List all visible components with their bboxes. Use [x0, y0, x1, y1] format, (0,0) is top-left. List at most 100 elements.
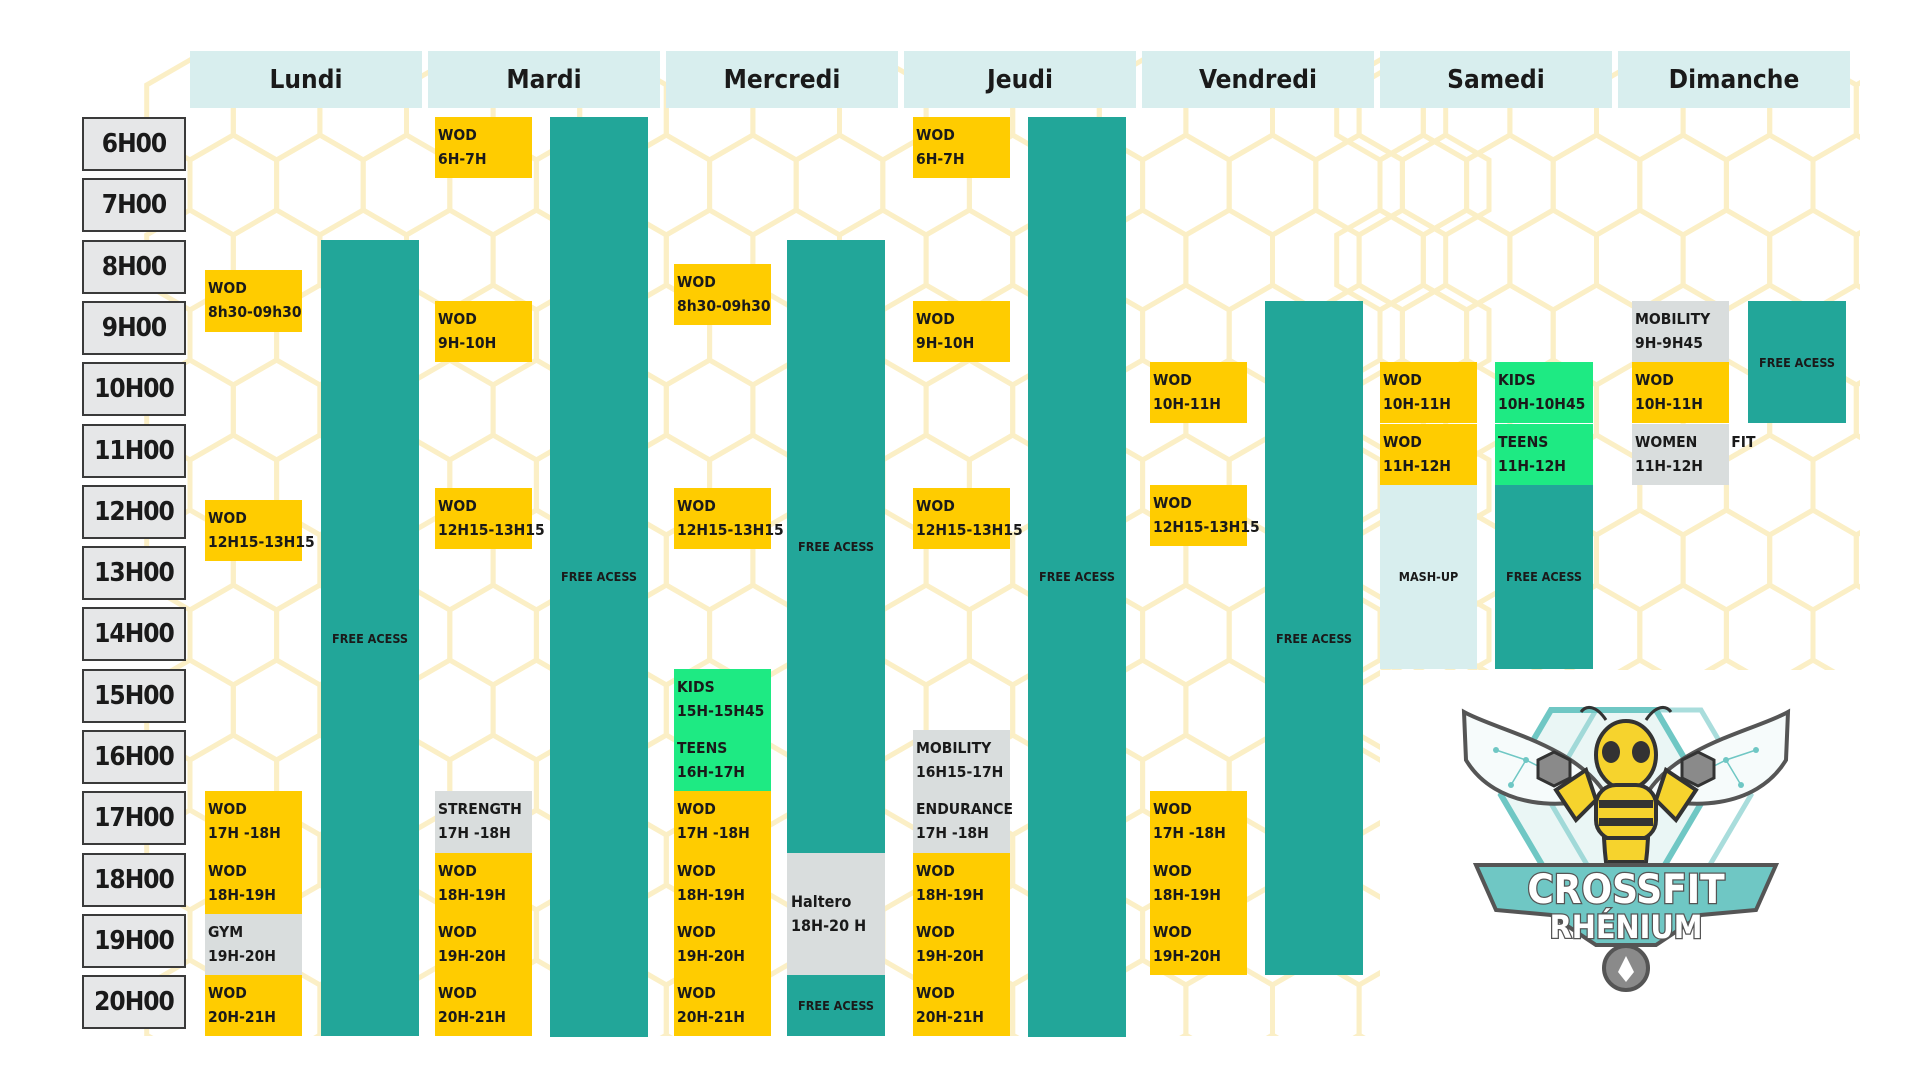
class-name: WOD — [438, 309, 477, 328]
time-label: 19H00 — [82, 913, 186, 968]
class-name: WOD — [1153, 800, 1192, 819]
class-name: TEENS — [1498, 432, 1549, 451]
block-text: FREE ACESS — [332, 631, 408, 646]
schedule-block-light: MASH-UP — [1380, 484, 1477, 669]
class-time: 20H-21H — [916, 1008, 984, 1027]
time-label: 7H00 — [82, 178, 186, 233]
class-name: WOD — [677, 984, 716, 1003]
class-name: FREE ACESS — [1506, 569, 1582, 585]
logo-badge: CROSSFIT RHÉNIUM — [1472, 863, 1780, 992]
class-name: WOD — [916, 496, 955, 515]
class-name: WOD — [677, 922, 716, 941]
block-text: FREE ACESS — [1759, 355, 1835, 370]
class-time: 18H-19H — [1153, 885, 1221, 904]
class-time: 6H-7H — [438, 150, 487, 168]
class-time: 11H-12H — [1635, 456, 1703, 475]
block-text: FREE ACESS — [1039, 569, 1115, 584]
class-name: WOD — [916, 922, 955, 941]
schedule-block-free: FREE ACESS — [1265, 300, 1363, 976]
day-header: Dimanche — [1618, 51, 1850, 108]
block-text: WOD 17H -18H — [208, 797, 300, 845]
class-time: 19H-20H — [438, 946, 506, 965]
class-name: WOD — [438, 861, 477, 880]
class-name: KIDS — [677, 677, 715, 696]
class-time: 17H -18H — [1153, 824, 1226, 843]
class-time: 9H-9H45 — [1635, 333, 1703, 352]
class-name: WOD — [1383, 432, 1422, 451]
class-name: WOD — [208, 279, 247, 298]
schedule-block-grey: WOMEN FIT 11H-12H — [1632, 423, 1756, 485]
class-name: WOD — [916, 984, 955, 1003]
class-name: ENDURANCE — [916, 800, 1014, 819]
block-text: WOD 12H15-13H15 — [916, 494, 1023, 542]
class-name: WOD — [208, 984, 247, 1003]
class-time: 10H-11H — [1383, 395, 1451, 414]
class-name: WOD — [916, 309, 955, 328]
day-header: Vendredi — [1142, 51, 1374, 108]
class-time: 10H-11H — [1153, 395, 1221, 414]
class-time: 18H-19H — [208, 885, 276, 904]
block-text: WOD 17H -18H — [1153, 797, 1245, 845]
day-header: Mercredi — [666, 51, 898, 108]
class-name: WOD — [677, 861, 716, 880]
block-text: FREE ACESS — [798, 539, 874, 554]
schedule-block-wod: WOD 12H15-13H15 — [913, 487, 1023, 550]
class-name: GYM — [208, 922, 244, 941]
class-time: 17H -18H — [208, 824, 281, 843]
time-label: 13H00 — [82, 546, 186, 601]
class-time: 18H-19H — [438, 885, 506, 904]
block-text: FREE ACESS — [798, 998, 874, 1013]
class-name: WOD — [208, 800, 247, 819]
class-time: 18H-20 H — [791, 915, 867, 935]
schedule-block-wod: WOD 17H -18H — [1150, 791, 1247, 853]
class-time: 19H-20H — [1153, 946, 1221, 965]
class-name: WOMEN FIT — [1635, 432, 1756, 451]
schedule-block-free: FREE ACESS — [550, 117, 648, 1037]
time-label: 18H00 — [82, 852, 186, 907]
class-time: 19H-20H — [677, 946, 745, 965]
class-time: 12H15-13H15 — [916, 520, 1023, 539]
block-text: WOD 19H-20H — [677, 920, 769, 968]
schedule-block-free: FREE ACESS — [787, 975, 885, 1037]
class-name: WOD — [438, 496, 477, 515]
class-name: Haltero — [791, 891, 852, 911]
block-text: WOMEN FIT 11H-12H — [1635, 430, 1756, 478]
schedule-block-free: FREE ACESS — [1495, 484, 1593, 669]
time-label: 8H00 — [82, 239, 186, 294]
class-time: 10H-11H — [1635, 395, 1703, 414]
class-name: FREE ACESS — [798, 538, 874, 554]
class-time: 18H-19H — [677, 885, 745, 904]
class-time: 19H-20H — [916, 946, 984, 965]
time-label: 16H00 — [82, 730, 186, 784]
class-time: 17H -18H — [438, 824, 511, 843]
block-text: WOD 20H-21H — [916, 981, 1008, 1029]
block-text: WOD 18H-19H — [677, 859, 769, 907]
class-name: WOD — [438, 984, 477, 1003]
class-name: WOD — [1153, 861, 1192, 880]
schedule-block-wod: WOD 18H-19H — [435, 852, 532, 914]
